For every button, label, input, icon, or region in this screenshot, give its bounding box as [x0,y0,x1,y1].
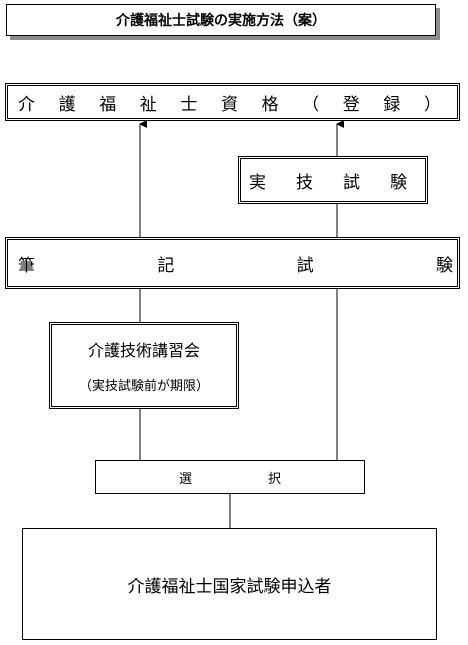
qualification-char: 福 [99,94,117,115]
written-exam-char: 記 [157,255,175,276]
practical-exam-char: 試 [343,172,360,193]
applicant-label: 介護福祉士国家試験申込者 [127,576,332,597]
practical-exam-char: 実 [249,172,266,193]
care-technique-course-box: 介護技術講習会 （実技試験前が期限） [49,322,239,409]
written-exam-char: 試 [296,255,314,276]
course-note: （実技試験前が期限） [78,379,209,394]
qualification-char: 士 [180,94,198,115]
selection-char: 選 [178,471,192,487]
written-exam-char: 験 [435,255,453,276]
diagram-title: 介護福祉士試験の実施方法（案） [6,4,436,36]
qualification-char: ） [423,94,441,115]
practical-exam-box: 実 技 試 験 [238,156,428,204]
selection-char: 択 [268,471,282,487]
qualification-box: 介 護 福 祉 士 資 格 （ 登 録 ） [5,83,460,121]
qualification-char: 介 [18,94,35,115]
practical-exam-char: 技 [296,172,313,193]
diagram-title-text: 介護福祉士試験の実施方法（案） [116,13,326,29]
qualification-char: 資 [220,94,238,115]
written-exam-box: 筆 記 試 験 [5,237,460,289]
course-name: 介護技術講習会 [87,341,200,360]
qualification-char: （ [302,94,320,115]
qualification-char: 護 [58,94,76,115]
qualification-char: 登 [342,94,360,115]
qualification-char: 格 [261,94,279,115]
qualification-char: 録 [383,94,401,115]
practical-exam-char: 験 [390,172,407,193]
selection-box: 選 択 [95,460,365,494]
applicant-box: 介護福祉士国家試験申込者 [22,528,437,640]
qualification-char: 祉 [139,94,157,115]
written-exam-char: 筆 [18,255,35,276]
